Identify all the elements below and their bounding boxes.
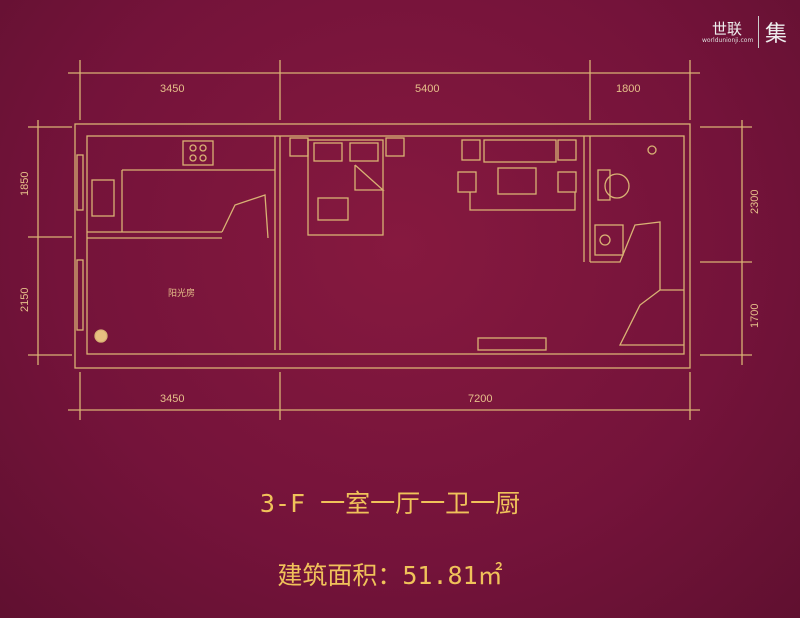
- dim-right-2: 1700: [749, 304, 761, 328]
- room-label-sunroom: 阳光房: [168, 287, 195, 299]
- logo-site: worldunionji.com: [702, 37, 754, 44]
- unit-title: 3-F 一室一厅一卫一厨: [259, 489, 521, 518]
- dim-left-1: 1850: [19, 172, 31, 196]
- building-area: 建筑面积：51.81㎡: [277, 561, 503, 590]
- dim-top-2: 5400: [415, 83, 439, 95]
- dim-left-2: 2150: [19, 288, 31, 312]
- sofa-set: [457, 139, 577, 211]
- dim-bottom-1: 3450: [160, 393, 184, 405]
- bed: [307, 139, 385, 236]
- sink: [91, 179, 115, 217]
- walls: [74, 123, 691, 369]
- dimension-left: [28, 120, 72, 365]
- nightstand-right: [385, 137, 405, 157]
- dimension-right: [700, 120, 752, 365]
- bathroom-fixtures: [594, 145, 657, 256]
- dim-top-3: 1800: [616, 83, 640, 95]
- stove: [182, 140, 214, 166]
- sun-icon: [94, 329, 108, 343]
- dim-bottom-2: 7200: [468, 393, 492, 405]
- logo-brand: 世联: [712, 20, 743, 38]
- dim-top-1: 3450: [160, 83, 184, 95]
- dimension-bottom: [68, 372, 700, 420]
- logo-mark: 集: [758, 16, 787, 48]
- dimension-top: [68, 60, 700, 120]
- dim-right-1: 2300: [749, 190, 761, 214]
- nightstand-left: [289, 137, 309, 157]
